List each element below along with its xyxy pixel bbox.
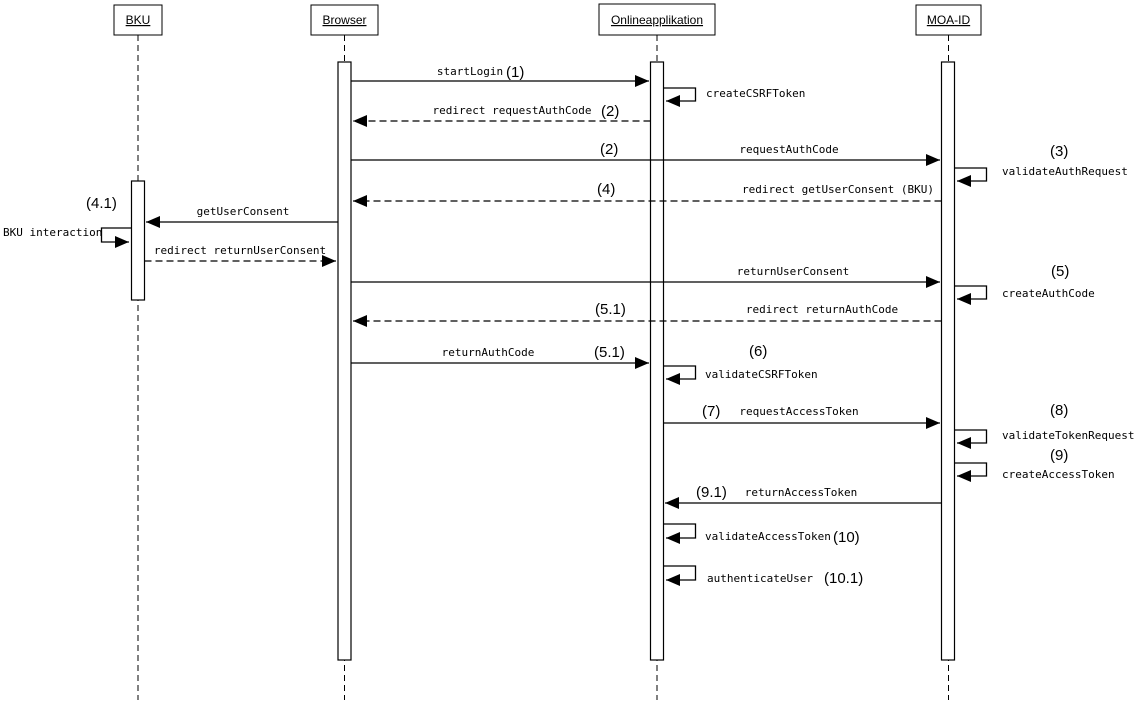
message-number: (1) bbox=[506, 64, 524, 81]
message-create-auth-code: createAuthCode bbox=[954, 285, 1095, 305]
message-number: (9) bbox=[1050, 447, 1068, 464]
message-bku-interaction: BKU interaction bbox=[3, 226, 132, 248]
message-label: requestAuthCode bbox=[739, 143, 838, 156]
message-number: (8) bbox=[1050, 402, 1068, 419]
arrow-validate-auth-request bbox=[954, 167, 988, 187]
activation-moa-id bbox=[940, 61, 956, 661]
message-number: (2) bbox=[601, 103, 619, 120]
activation-bars bbox=[130, 61, 956, 661]
message-number: (10.1) bbox=[824, 570, 863, 587]
actor-browser-label: Browser bbox=[322, 13, 366, 27]
actor-moa-id-box bbox=[915, 4, 982, 36]
actor-browser-box bbox=[310, 4, 379, 36]
message-number: (5.1) bbox=[595, 301, 626, 318]
message-validate-token-request: (8) validateTokenRequest bbox=[954, 402, 1134, 449]
message-redirect-request-auth-code: redirect requestAuthCode (2) bbox=[353, 103, 651, 127]
message-number: (3) bbox=[1050, 143, 1068, 160]
arrow-create-access-token bbox=[954, 462, 988, 482]
message-label: BKU interaction bbox=[3, 226, 102, 239]
message-label: startLogin bbox=[437, 65, 503, 78]
message-label: validateCSRFToken bbox=[705, 368, 818, 381]
actor-moa-id: MOA-ID bbox=[915, 4, 982, 36]
message-create-csrf-token: createCSRFToken bbox=[663, 87, 805, 107]
actor-bku-label: BKU bbox=[126, 13, 151, 27]
arrow-validate-access-token bbox=[663, 523, 697, 544]
arrow-validate-token-request bbox=[954, 429, 988, 449]
message-number: (2) bbox=[600, 141, 618, 158]
lifelines bbox=[137, 35, 949, 700]
message-redirect-return-auth-code: (5.1) redirect returnAuthCode bbox=[353, 301, 942, 327]
arrow-bku-interaction bbox=[100, 227, 132, 248]
message-return-user-consent: returnUserConsent (5) bbox=[351, 263, 1069, 288]
message-label: redirect returnAuthCode bbox=[746, 303, 898, 316]
message-label: requestAccessToken bbox=[739, 405, 858, 418]
activation-bku bbox=[130, 180, 146, 301]
message-label: createCSRFToken bbox=[706, 87, 805, 100]
message-label: returnAuthCode bbox=[442, 346, 535, 359]
message-label: createAccessToken bbox=[1002, 468, 1115, 481]
actor-bku: BKU bbox=[113, 4, 163, 36]
actor-onlineapplikation-label: Onlineapplikation bbox=[611, 13, 703, 27]
message-label: returnUserConsent bbox=[737, 265, 850, 278]
message-validate-access-token: validateAccessToken (10) bbox=[663, 523, 860, 546]
actor-onlineapplikation-box bbox=[598, 3, 716, 36]
message-number: (7) bbox=[702, 403, 720, 420]
activation-browser bbox=[337, 61, 352, 661]
message-request-auth-code: (2) requestAuthCode bbox=[351, 141, 940, 166]
arrow-create-auth-code bbox=[954, 285, 988, 305]
message-request-access-token: (7) requestAccessToken bbox=[663, 403, 940, 429]
activation-onlineapplikation bbox=[649, 61, 665, 661]
message-label: getUserConsent bbox=[197, 205, 290, 218]
message-create-access-token: (9) createAccessToken bbox=[954, 447, 1115, 482]
message-label: createAuthCode bbox=[1002, 287, 1095, 300]
message-label: validateAuthRequest bbox=[1002, 165, 1128, 178]
message-return-auth-code: returnAuthCode (5.1) bbox=[351, 344, 649, 369]
message-number: (4) bbox=[597, 181, 615, 198]
arrow-authenticate-user bbox=[663, 565, 697, 586]
message-number: (4.1) bbox=[86, 195, 117, 212]
message-label: redirect requestAuthCode bbox=[433, 104, 592, 117]
arrow-create-csrf-token bbox=[663, 87, 697, 107]
actor-moa-id-label: MOA-ID bbox=[927, 13, 971, 27]
message-number: (10) bbox=[833, 529, 860, 546]
message-return-access-token: (9.1) returnAccessToken bbox=[665, 484, 942, 509]
message-get-user-consent: getUserConsent (4.1) bbox=[86, 195, 338, 228]
message-label: authenticateUser bbox=[707, 572, 813, 585]
message-label: returnAccessToken bbox=[745, 486, 858, 499]
message-number: (9.1) bbox=[696, 484, 727, 501]
actor-bku-box bbox=[113, 4, 163, 36]
message-validate-csrf-token: (6) validateCSRFToken bbox=[663, 343, 818, 385]
actor-onlineapplikation: Onlineapplikation bbox=[598, 3, 716, 36]
message-label: validateTokenRequest bbox=[1002, 429, 1134, 442]
actor-browser: Browser bbox=[310, 4, 379, 36]
message-label: redirect returnUserConsent bbox=[154, 244, 326, 257]
message-start-login: startLogin (1) bbox=[351, 64, 649, 87]
message-number: (6) bbox=[749, 343, 767, 360]
message-label: validateAccessToken bbox=[705, 530, 831, 543]
arrow-validate-csrf-token bbox=[663, 365, 697, 385]
message-number: (5) bbox=[1051, 263, 1069, 280]
message-redirect-get-user-consent: (4) redirect getUserConsent (BKU) bbox=[353, 181, 942, 207]
message-authenticate-user: authenticateUser (10.1) bbox=[663, 565, 863, 587]
message-validate-auth-request: (3) validateAuthRequest bbox=[954, 143, 1128, 187]
message-redirect-return-user-consent: redirect returnUserConsent bbox=[144, 244, 336, 267]
message-label: redirect getUserConsent (BKU) bbox=[742, 183, 934, 196]
message-number: (5.1) bbox=[594, 344, 625, 361]
